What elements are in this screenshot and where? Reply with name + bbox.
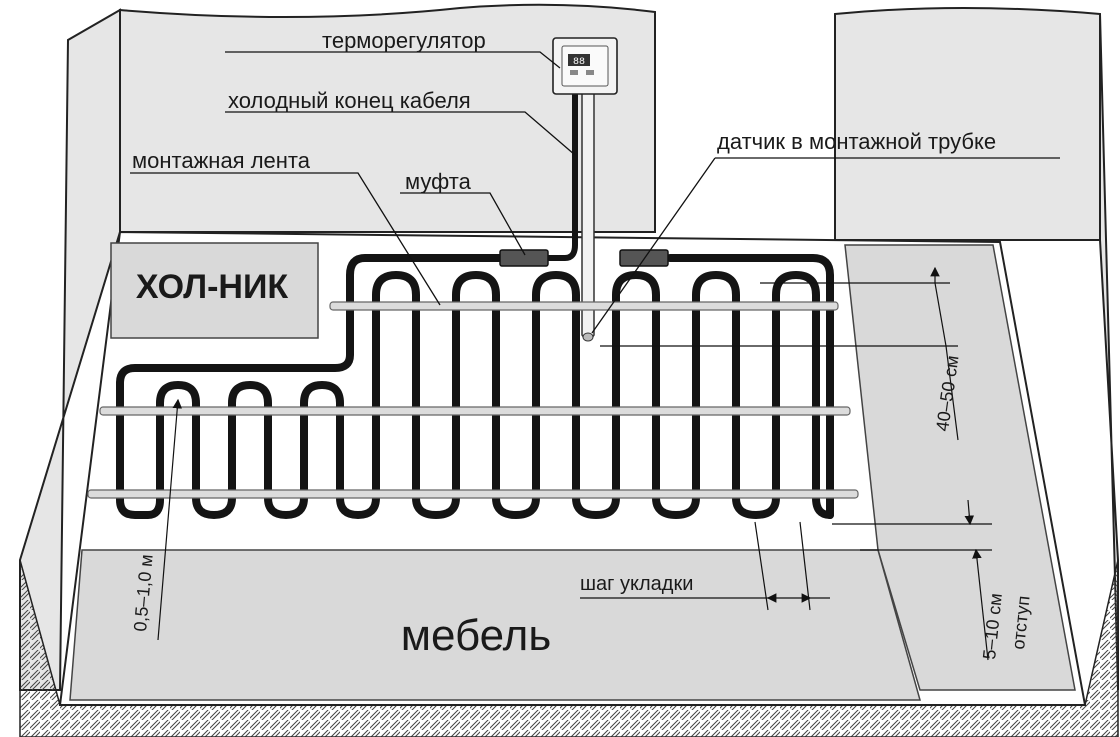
thermostat-display: 88 xyxy=(573,57,585,68)
back-wall-left xyxy=(119,3,656,233)
mounting-tape-bottom xyxy=(87,489,859,499)
leader-lines xyxy=(130,51,1060,334)
coupling-label: муфта xyxy=(405,169,472,194)
mounting-tape-top xyxy=(329,301,839,311)
edge-gap-dimension xyxy=(157,398,183,641)
thermostat-label: терморегулятор xyxy=(322,28,486,53)
cold-end-label: холодный конец кабеля xyxy=(228,88,471,113)
heating-cable xyxy=(116,254,834,519)
mounting-tape-label: монтажная лента xyxy=(132,148,311,173)
fridge-zone xyxy=(110,242,319,339)
mounting-tapes xyxy=(87,301,859,499)
furniture-label: мебель xyxy=(401,611,552,660)
fridge-label: ХОЛ-НИК xyxy=(136,268,289,306)
back-wall-right xyxy=(834,7,1101,241)
cold-end-cable xyxy=(548,92,578,261)
thermostat: 88 xyxy=(552,37,618,95)
mounting-tape-middle xyxy=(99,406,851,416)
furniture-zone xyxy=(69,549,921,701)
pitch-label: шаг укладки xyxy=(580,573,693,595)
pitch-dimension xyxy=(580,521,830,611)
right-offset-zone xyxy=(844,244,1076,691)
row-spacing-dimension xyxy=(600,268,959,441)
offset-dimension xyxy=(832,499,992,661)
sensor-label: датчик в монтажной трубке xyxy=(717,129,996,154)
